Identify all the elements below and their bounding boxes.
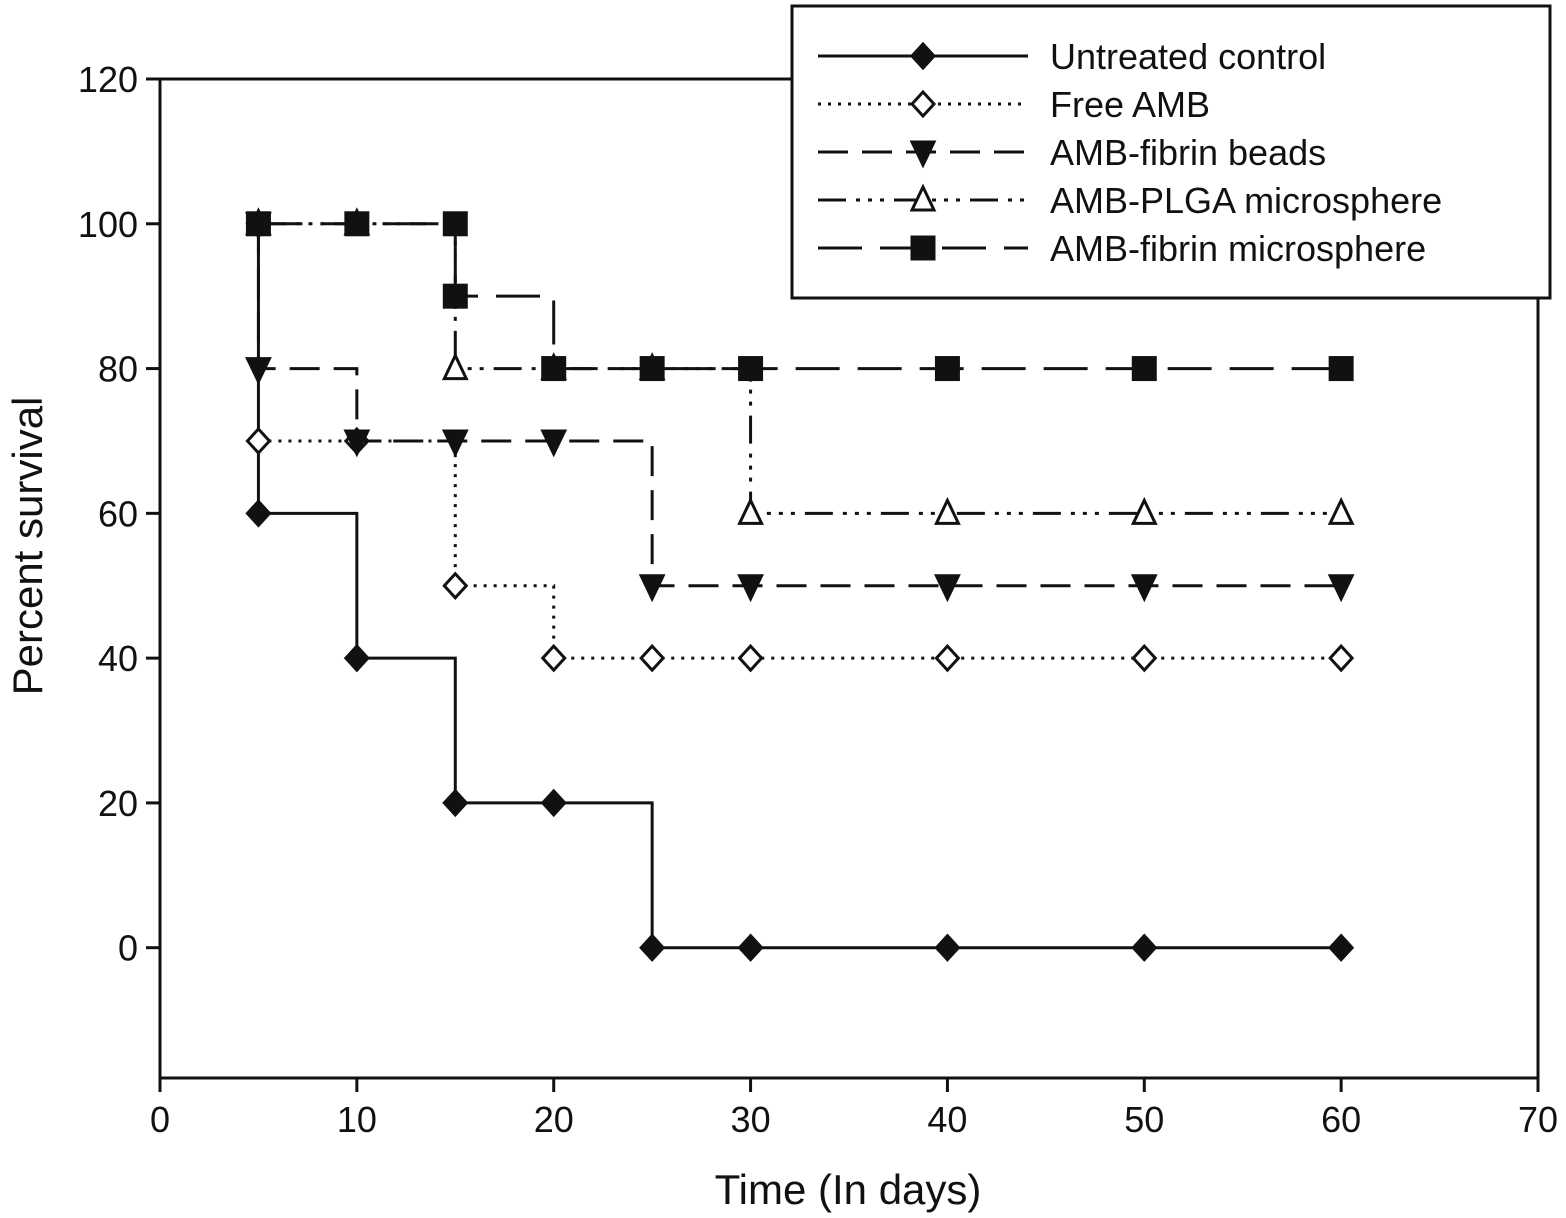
data-point [1131,933,1158,962]
series-line [256,223,1342,588]
legend-label: AMB-fibrin beads [1050,132,1326,173]
y-tick-label: 80 [98,349,138,390]
y-tick-label: 40 [98,638,138,679]
legend-label: AMB-PLGA microsphere [1050,180,1442,221]
data-point [1328,933,1355,962]
data-point [1131,643,1158,673]
series-1 [245,426,1355,673]
data-point [441,352,469,381]
axes-layer: 0 20 40 60 80 100 120 0 10 20 30 40 50 60 70 [78,59,1558,1140]
y-tick-label: 60 [98,493,138,534]
data-point [639,933,666,962]
data-point [934,643,961,673]
y-tick-label: 20 [98,783,138,824]
data-point [934,356,960,382]
x-tick-label: 10 [337,1099,377,1140]
data-point [737,574,764,603]
data-point [245,426,272,456]
x-tick-label: 0 [150,1099,170,1140]
data-point [1328,356,1354,382]
legend-marker [909,140,937,169]
data-point [934,496,961,525]
legend-label: AMB-fibrin microsphere [1050,228,1426,269]
x-tick-label: 70 [1518,1099,1558,1140]
series-2 [245,212,1355,603]
legend-marker [909,41,937,71]
data-point [638,574,666,603]
y-tick-label: 100 [78,204,138,245]
data-point [737,933,764,962]
x-tick-label: 30 [731,1099,771,1140]
legend-label: Untreated control [1050,36,1326,77]
data-point [441,429,469,458]
data-point [1130,574,1158,603]
data-point [639,643,666,673]
data-point [541,356,567,382]
x-tick-label: 20 [534,1099,574,1140]
data-point [737,496,764,525]
y-tick-label: 0 [118,928,138,969]
legend-marker [910,235,936,261]
y-tick-label: 120 [78,59,138,100]
data-point [245,499,272,528]
data-point [442,211,468,237]
data-point [344,211,370,237]
data-point [442,571,469,600]
data-point [738,356,764,382]
x-tick-label: 50 [1124,1099,1164,1140]
data-point [540,788,567,818]
x-axis-title: Time (In days) [715,1166,982,1213]
data-point [245,357,272,386]
y-axis-title: Percent survival [4,397,51,696]
data-point [1327,574,1355,603]
series-line [258,439,1342,660]
x-tick-label: 60 [1321,1099,1361,1140]
data-point [1131,356,1157,382]
data-point [245,211,271,237]
data-point [737,643,764,673]
data-point [540,643,567,673]
x-tick-label: 40 [927,1099,967,1140]
legend-label: Free AMB [1050,84,1210,125]
legend-marker [909,89,937,119]
series-layer [245,207,1355,962]
legend-marker [909,183,937,212]
data-point [343,643,370,673]
data-point [442,283,468,309]
data-point [1328,643,1355,673]
data-point [1130,496,1158,525]
data-point [639,356,665,382]
data-point [343,429,371,458]
data-point [934,574,961,603]
data-point [934,933,961,962]
series-4 [245,211,1354,382]
data-point [1327,496,1355,525]
data-point [540,429,568,458]
data-point [442,788,469,818]
